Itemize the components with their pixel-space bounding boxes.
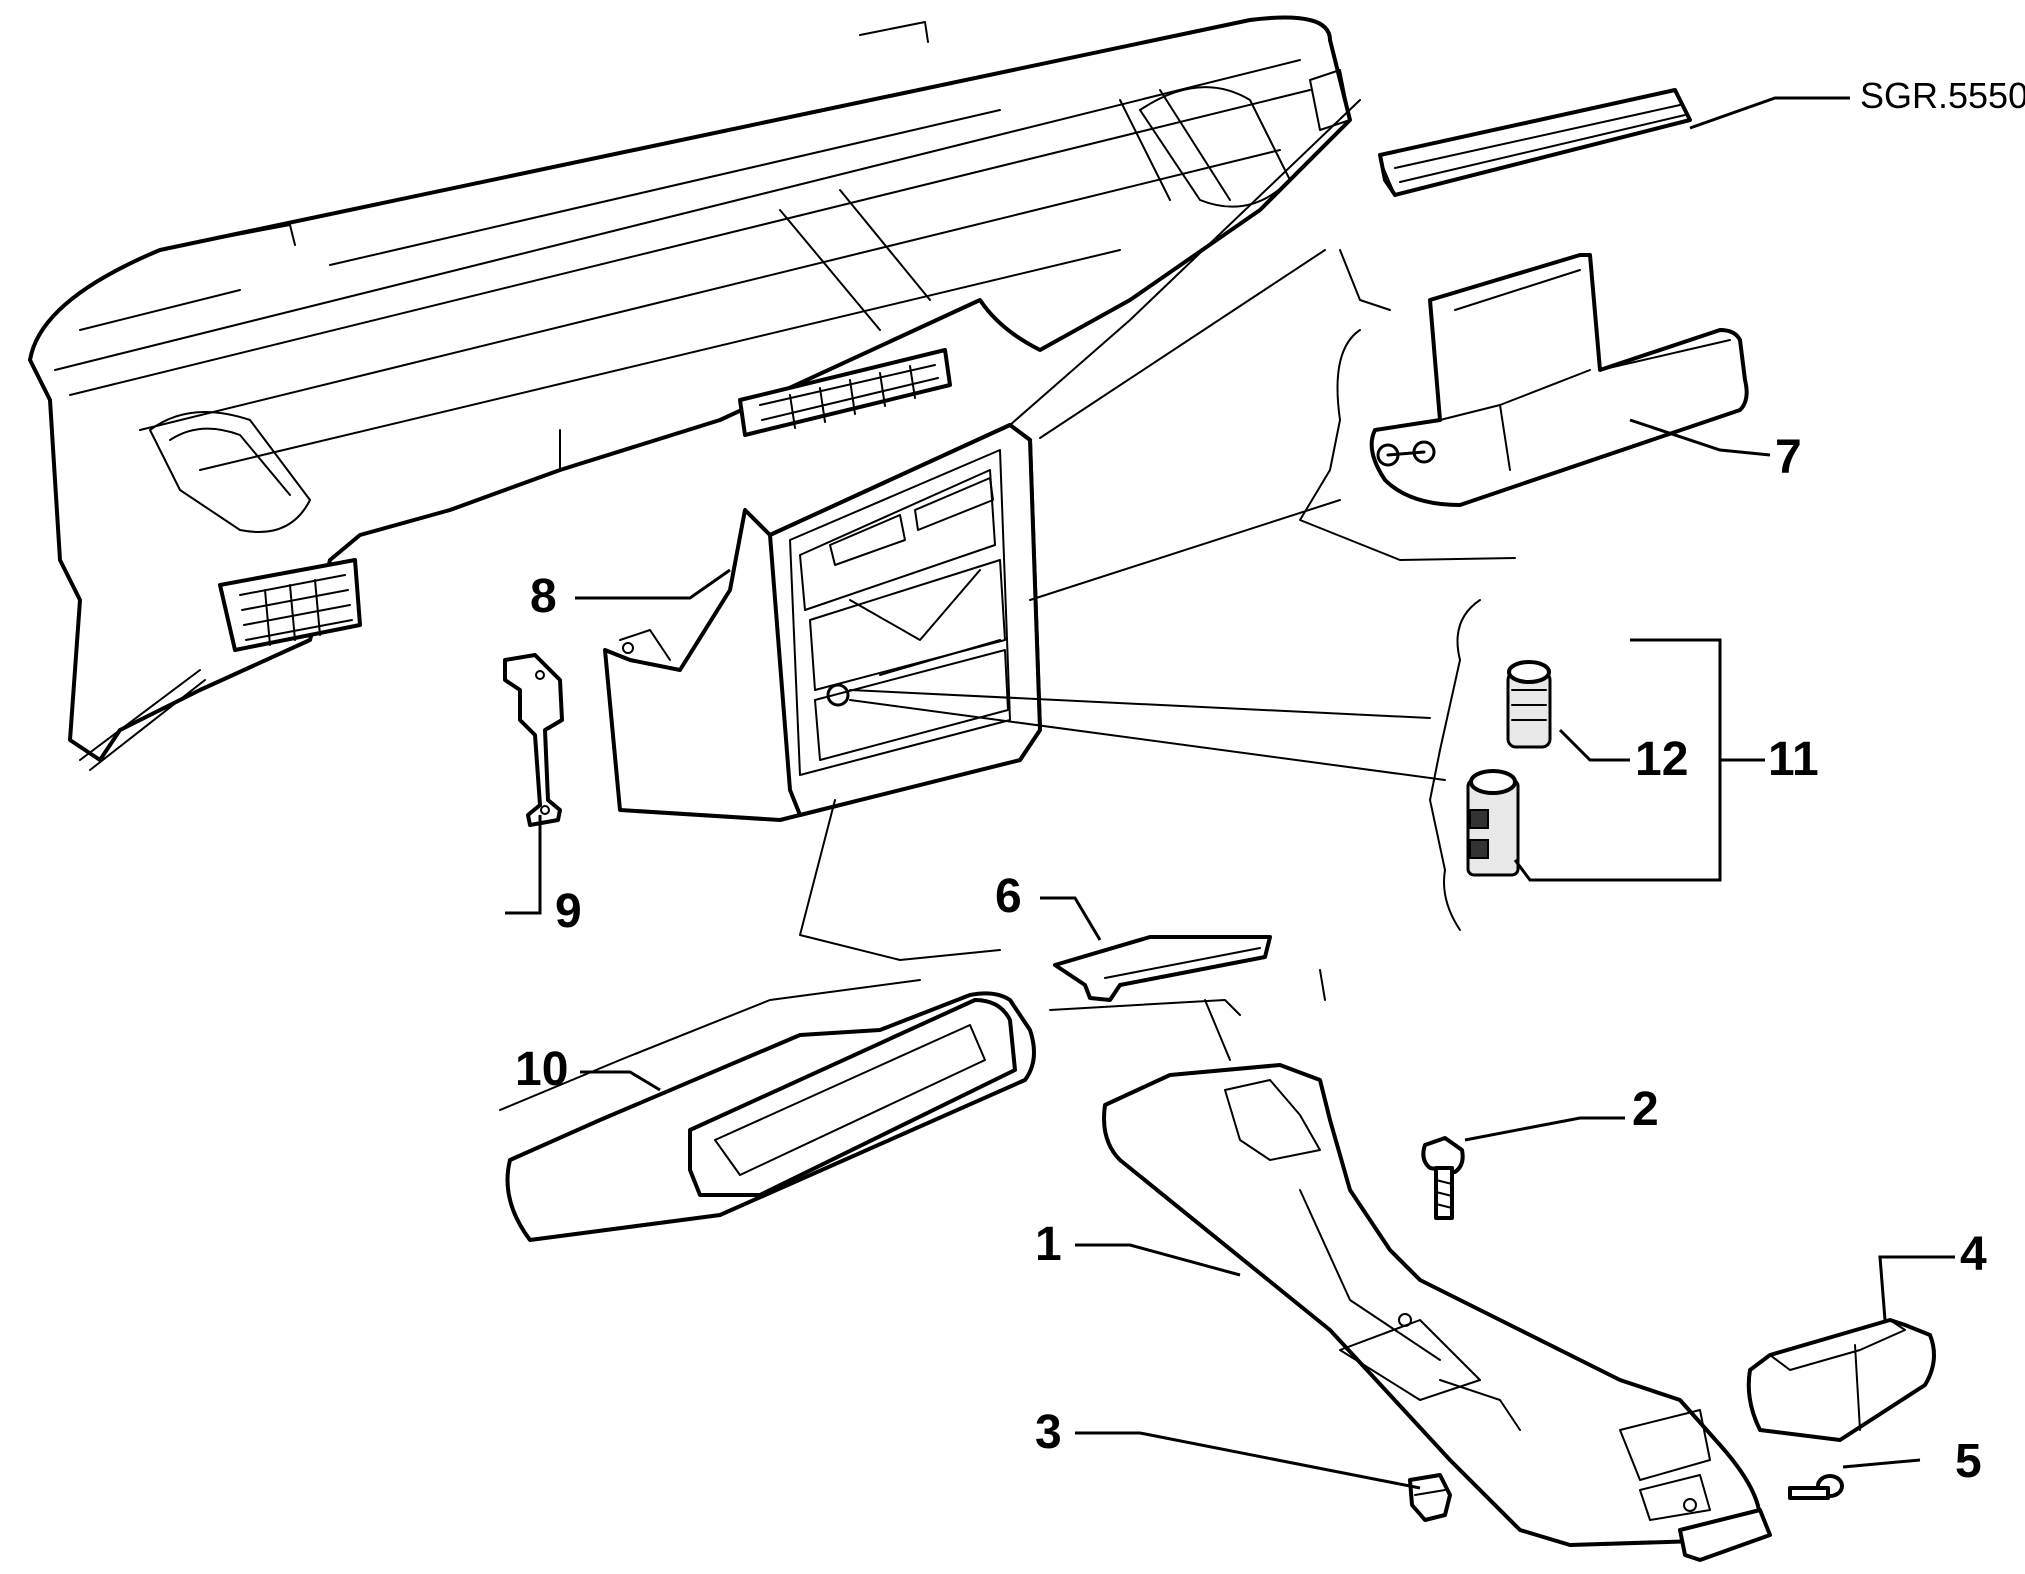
callouts: SGR.55503 7 8 9 10 6 12 11 1 2 3 4 5 (515, 75, 2025, 1488)
callout-6: 6 (995, 870, 1022, 923)
part-sgr-strip (1378, 88, 1692, 197)
part-5-screw (1788, 1474, 1844, 1500)
callout-2: 2 (1632, 1083, 1659, 1136)
callout-10: 10 (515, 1043, 568, 1096)
part-4-ashtray (1746, 1318, 1936, 1442)
leader-lines (499, 96, 1955, 1490)
callout-7: 7 (1775, 431, 1802, 484)
callout-1: 1 (1035, 1218, 1062, 1271)
part-10-tray (505, 991, 1036, 1242)
part-8-console-fascia (603, 423, 1042, 822)
part-12-socket (1506, 660, 1552, 749)
callout-12: 12 (1635, 733, 1688, 786)
part-1-tunnel-console (1102, 1063, 1772, 1562)
part-11-lighter (1466, 769, 1520, 877)
part-7-glove-box (1369, 253, 1749, 507)
callout-8: 8 (530, 570, 557, 623)
callout-11: 11 (1768, 733, 1819, 786)
part-2-screw (1421, 1136, 1465, 1220)
callout-4: 4 (1960, 1228, 1987, 1281)
part-9-bracket (503, 653, 564, 827)
callout-3: 3 (1035, 1406, 1062, 1459)
reference-code: SGR.55503 (1860, 75, 2025, 116)
callout-9: 9 (555, 885, 582, 938)
dashboard-panel (28, 15, 1352, 771)
part-3-clip (1408, 1473, 1452, 1522)
part-6-lid (1053, 935, 1272, 1002)
callout-5: 5 (1955, 1435, 1982, 1488)
